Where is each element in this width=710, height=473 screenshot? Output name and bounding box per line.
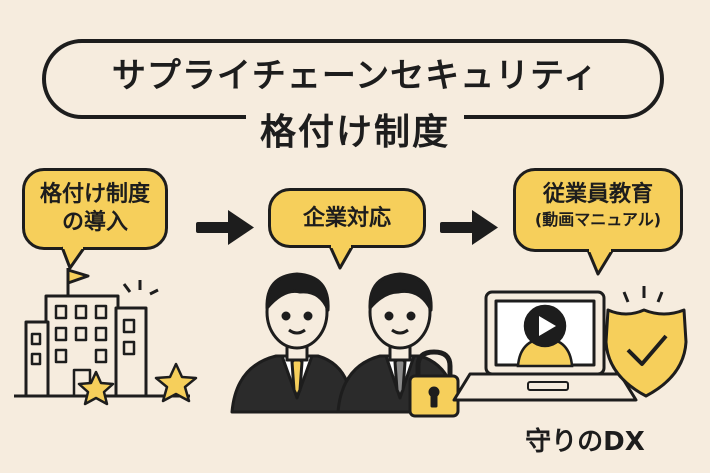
- step-label-sub: (動画マニュアル): [534, 210, 662, 229]
- step-label-line1: 企業対応: [302, 206, 391, 231]
- step-bubble-employee-education: 従業員教育 (動画マニュアル): [513, 168, 683, 252]
- step-label-line1: 従業員教育: [542, 182, 653, 207]
- step-bubble-company-response: 企業対応: [268, 188, 426, 248]
- building-icon: [14, 268, 190, 398]
- step-bubble-introduction: 格付け制度 の導入: [22, 168, 168, 250]
- star-icon: [77, 362, 198, 406]
- shield-check-icon: [604, 286, 688, 398]
- video-presenter-icon: [516, 304, 574, 368]
- step-label-line1: 格付け制度: [39, 182, 150, 207]
- title-main: サプライチェーンセキュリティ: [111, 56, 599, 96]
- businessman-figure: [230, 272, 354, 414]
- laptop-icon: [452, 290, 638, 402]
- arrow-right-icon: [440, 210, 498, 245]
- padlock-icon: [408, 349, 460, 418]
- businessman-figure: [336, 272, 458, 414]
- step-label-line2: の導入: [61, 210, 128, 235]
- protective-dx-label: 守りのDX: [525, 427, 645, 457]
- title-sub: 格付け制度: [245, 103, 464, 155]
- arrow-right-icon: [196, 210, 254, 245]
- title-sub-wrap: 格付け制度: [0, 103, 710, 155]
